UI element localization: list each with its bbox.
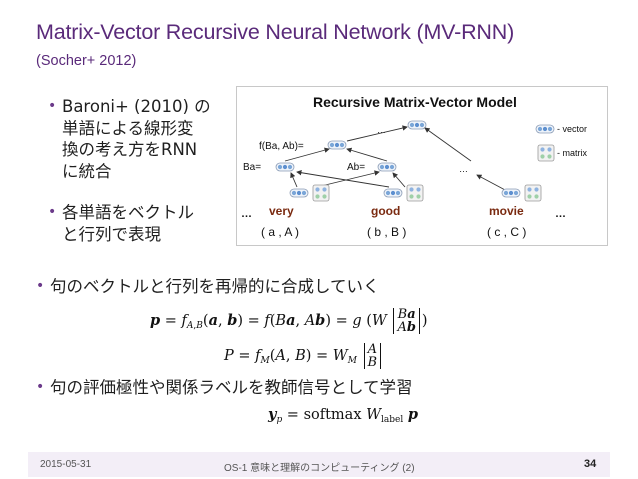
pair-c: ( c , C ) bbox=[487, 225, 526, 239]
bullet-line: に統合 bbox=[62, 161, 112, 181]
bullet-compose: • 句のベクトルと行列を再帰的に合成していく bbox=[36, 276, 380, 298]
word-good: good bbox=[371, 204, 400, 218]
word-vector-very bbox=[289, 188, 309, 198]
slide-subtitle: (Socher+ 2012) bbox=[36, 53, 137, 69]
word-matrix-very bbox=[312, 184, 330, 202]
label-ba: Ba= bbox=[243, 162, 261, 173]
label-f: f(Ba, Ab)= bbox=[259, 141, 304, 152]
ellipsis-right: … bbox=[555, 208, 566, 220]
bullet-line: 句の評価極性や関係ラベルを教師信号として学習 bbox=[50, 378, 413, 397]
footer-bar bbox=[28, 452, 610, 477]
footer-date: 2015-05-31 bbox=[40, 459, 92, 470]
bullet-supervision: • 句の評価極性や関係ラベルを教師信号として学習 bbox=[36, 377, 413, 399]
page-number: 34 bbox=[584, 458, 597, 470]
word-matrix-good bbox=[406, 184, 424, 202]
bullet-line: 単語による線形変 bbox=[62, 118, 194, 138]
word-matrix-movie bbox=[524, 184, 542, 202]
legend-matrix-label: - matrix bbox=[557, 148, 587, 158]
bullet-line: Baroni+ (2010) の bbox=[62, 97, 211, 116]
pair-b: ( b , B ) bbox=[367, 225, 406, 239]
bullet-representation: • 各単語をベクトル と行列で表現 bbox=[48, 202, 232, 245]
ellipsis-top: … bbox=[377, 125, 386, 135]
word-vector-movie bbox=[501, 188, 521, 198]
bullet-marker: • bbox=[36, 278, 45, 294]
phrase-vector-node bbox=[327, 140, 347, 150]
pair-a: ( a , A ) bbox=[261, 225, 299, 239]
legend-matrix-icon bbox=[537, 144, 555, 162]
ellipsis-mid: … bbox=[459, 164, 468, 174]
bullet-line: 換の考え方をRNN bbox=[62, 140, 198, 159]
figure-title: Recursive Matrix-Vector Model bbox=[313, 94, 517, 110]
root-vector-node bbox=[407, 120, 427, 130]
bullet-line: と行列で表現 bbox=[62, 224, 161, 244]
ab-vector-node bbox=[377, 162, 397, 172]
bullet-line: 各単語をベクトル bbox=[62, 203, 194, 222]
bullet-marker: • bbox=[48, 98, 57, 114]
equation-softmax: yp = softmax Wlabel p bbox=[268, 406, 418, 425]
word-very: very bbox=[269, 204, 294, 218]
legend-vector-label: - vector bbox=[557, 124, 587, 134]
mv-rnn-diagram: Recursive Matrix-Vector Model - vector -… bbox=[241, 94, 587, 239]
legend-vector-icon bbox=[535, 124, 555, 134]
ba-vector-node bbox=[275, 162, 295, 172]
footer-course: OS-1 意味と理解のコンピューティング (2) bbox=[224, 463, 415, 474]
bullet-line: 句のベクトルと行列を再帰的に合成していく bbox=[50, 277, 380, 296]
slide-title: Matrix-Vector Recursive Neural Network (… bbox=[36, 20, 515, 44]
word-movie: movie bbox=[489, 204, 524, 218]
mv-rnn-figure: Recursive Matrix-Vector Model - vector -… bbox=[236, 86, 608, 246]
bullet-baroni: • Baroni+ (2010) の 単語による線形変 換の考え方をRNN に統… bbox=[48, 96, 232, 182]
word-vector-good bbox=[383, 188, 403, 198]
bullet-marker: • bbox=[48, 204, 57, 220]
bullet-marker: • bbox=[36, 379, 45, 395]
label-ab: Ab= bbox=[347, 162, 365, 173]
ellipsis-left: … bbox=[241, 208, 252, 220]
